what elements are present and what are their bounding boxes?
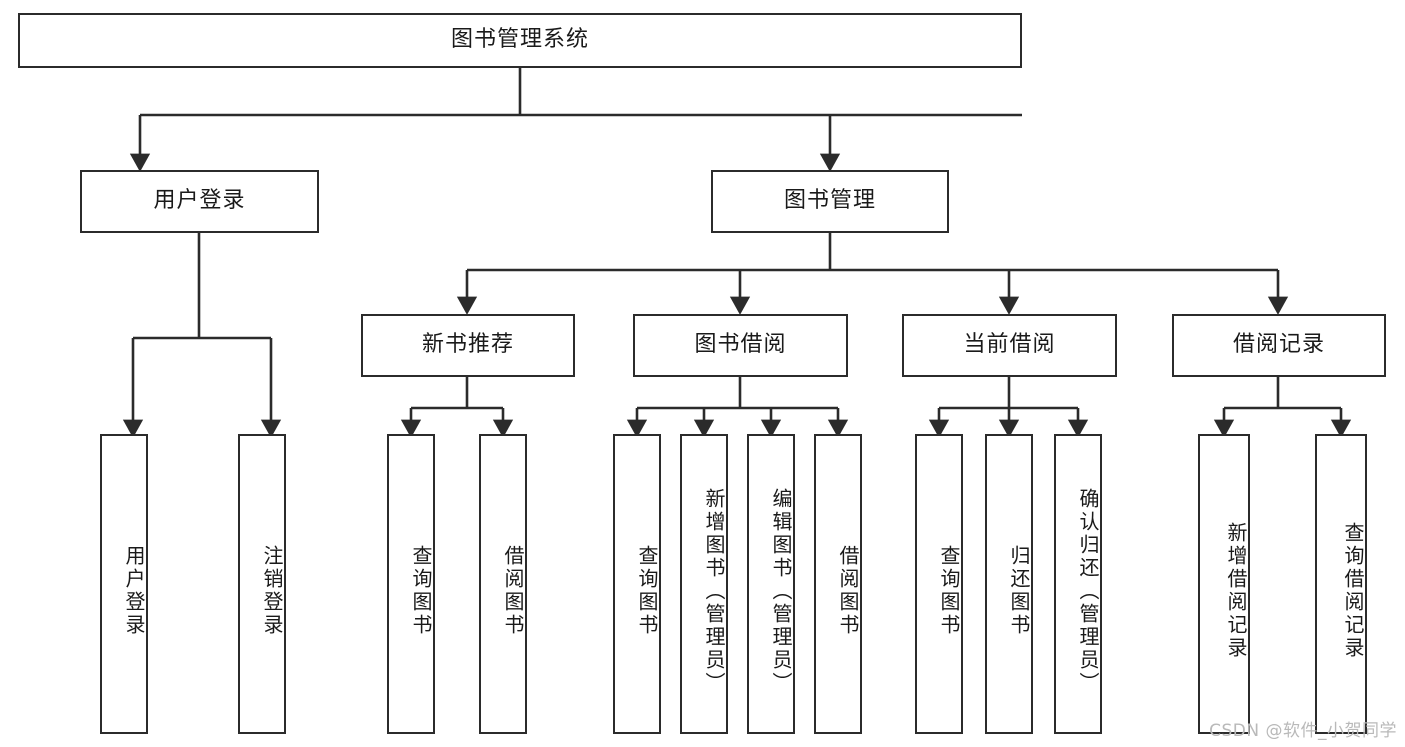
leaf-current-confirm-return-admin[interactable]: 确认归还（管理员） <box>1054 434 1102 734</box>
leaf-borrow-add-book-admin-label: 新增图书（管理员） <box>702 487 726 695</box>
leaf-record-query-label: 查询借阅记录 <box>1341 522 1365 660</box>
leaf-recommend-borrow-book[interactable]: 借阅图书 <box>479 434 527 734</box>
leaf-recommend-borrow-book-label: 借阅图书 <box>501 545 525 637</box>
leaf-current-return-book[interactable]: 归还图书 <box>985 434 1033 734</box>
leaf-record-query[interactable]: 查询借阅记录 <box>1315 434 1367 734</box>
leaf-current-return-book-label: 归还图书 <box>1007 545 1031 637</box>
node-user-login[interactable]: 用户登录 <box>80 170 319 233</box>
watermark: CSDN @软件_小贺同学 <box>1209 721 1397 741</box>
node-book-manage[interactable]: 图书管理 <box>711 170 949 233</box>
leaf-borrow-query-book[interactable]: 查询图书 <box>613 434 661 734</box>
node-user-login-label: 用户登录 <box>153 188 246 214</box>
leaf-recommend-query-book-label: 查询图书 <box>409 545 433 637</box>
node-root-label: 图书管理系统 <box>450 27 589 53</box>
node-book-borrow-label: 图书借阅 <box>694 332 787 358</box>
node-borrow-record-label: 借阅记录 <box>1232 332 1325 358</box>
leaf-user-login-label: 用户登录 <box>122 545 146 637</box>
node-new-book-recommend-label: 新书推荐 <box>421 332 514 358</box>
leaf-current-confirm-return-admin-label: 确认归还（管理员） <box>1076 487 1100 695</box>
leaf-borrow-edit-book-admin[interactable]: 编辑图书（管理员） <box>747 434 795 734</box>
leaf-borrow-borrow-book-label: 借阅图书 <box>836 545 860 637</box>
leaf-current-query-book-label: 查询图书 <box>937 545 961 637</box>
node-book-manage-label: 图书管理 <box>783 188 876 214</box>
leaf-borrow-add-book-admin[interactable]: 新增图书（管理员） <box>680 434 728 734</box>
node-current-borrow-label: 当前借阅 <box>963 332 1056 358</box>
node-current-borrow[interactable]: 当前借阅 <box>902 314 1117 377</box>
leaf-recommend-query-book[interactable]: 查询图书 <box>387 434 435 734</box>
node-borrow-record[interactable]: 借阅记录 <box>1172 314 1386 377</box>
leaf-borrow-edit-book-admin-label: 编辑图书（管理员） <box>769 487 793 695</box>
leaf-user-login[interactable]: 用户登录 <box>100 434 148 734</box>
leaf-user-logout-label: 注销登录 <box>260 545 284 637</box>
leaf-record-add[interactable]: 新增借阅记录 <box>1198 434 1250 734</box>
node-book-borrow[interactable]: 图书借阅 <box>633 314 848 377</box>
node-root[interactable]: 图书管理系统 <box>18 13 1022 68</box>
leaf-record-add-label: 新增借阅记录 <box>1224 522 1248 660</box>
leaf-current-query-book[interactable]: 查询图书 <box>915 434 963 734</box>
leaf-borrow-borrow-book[interactable]: 借阅图书 <box>814 434 862 734</box>
leaf-borrow-query-book-label: 查询图书 <box>635 545 659 637</box>
node-new-book-recommend[interactable]: 新书推荐 <box>361 314 575 377</box>
leaf-user-logout[interactable]: 注销登录 <box>238 434 286 734</box>
